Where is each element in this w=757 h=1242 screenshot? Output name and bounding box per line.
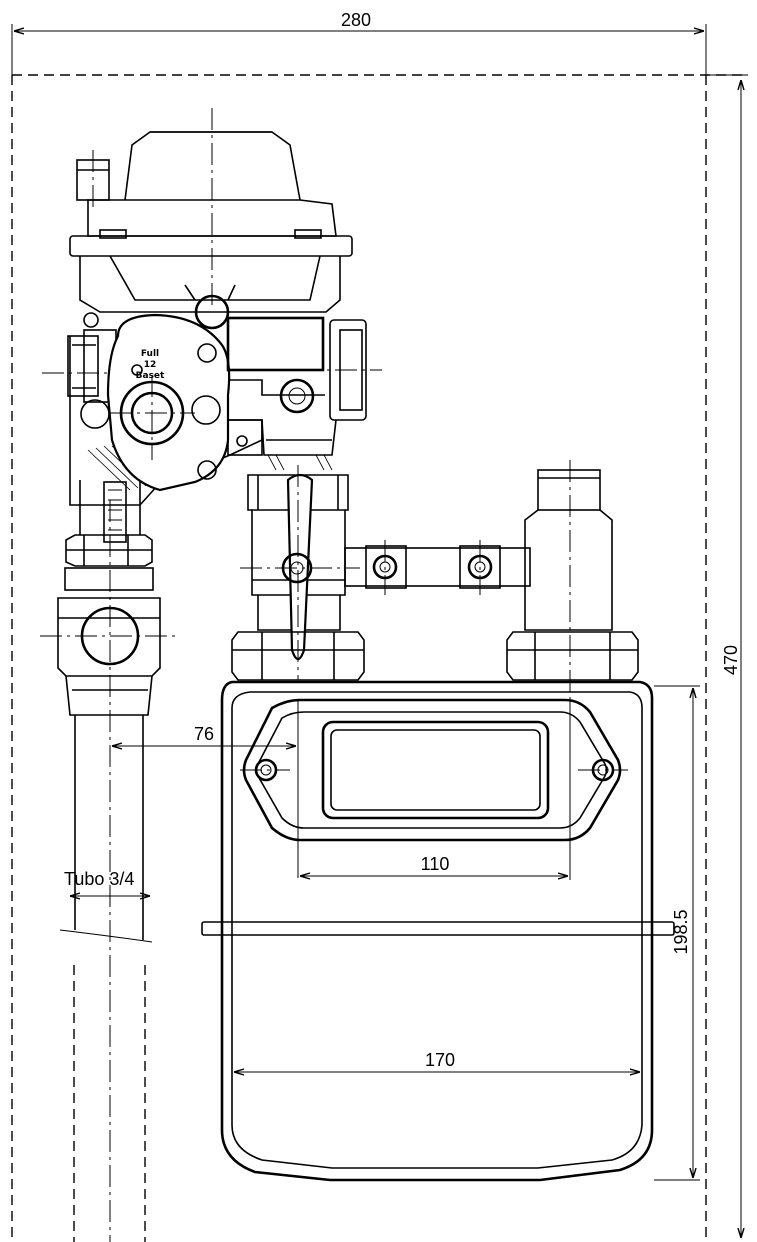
pressure-regulator: Full 12 Baset	[42, 108, 382, 506]
installation-boundary	[11, 74, 745, 1242]
gas-meter-body	[201, 680, 675, 1182]
dimension-label-offset: 76	[194, 724, 214, 744]
regulator-label-line1: Full	[141, 349, 159, 359]
dimension-label-meter-height: 198.5	[671, 909, 691, 954]
dimension-label-meter-window: 110	[421, 854, 450, 874]
dimension-offset: 76	[112, 700, 299, 878]
regulator-label-line3: Baset	[136, 371, 165, 381]
pipe-assembly: Tubo 3/4	[40, 480, 180, 1242]
support-bracket	[344, 540, 531, 595]
pipe-size-label: Tubo 3/4	[64, 869, 134, 889]
meter-outlet-connector	[506, 460, 639, 700]
dimension-label-meter-width: 170	[425, 1050, 455, 1070]
dimension-meter-width: 170	[234, 1050, 640, 1072]
dimension-overall-width: 280	[11, 10, 707, 80]
dimension-label-overall-width: 280	[341, 10, 371, 30]
regulator-label-line2: 12	[144, 360, 157, 370]
dimension-meter-window: 110	[300, 700, 571, 880]
dimension-label-overall-height: 470	[721, 645, 741, 675]
dimension-meter-height: 198.5	[654, 685, 700, 1181]
dimension-overall-height: 470	[700, 74, 748, 1238]
